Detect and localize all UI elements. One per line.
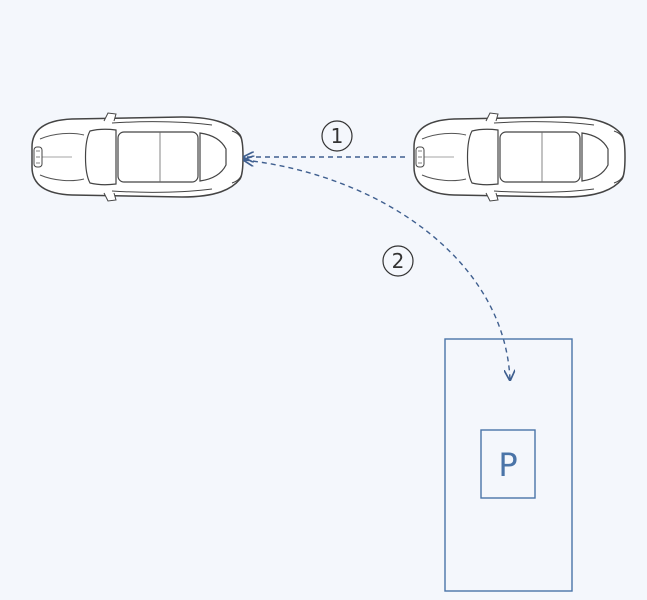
car-destination: [31, 112, 244, 202]
path-2-arrow: [244, 160, 510, 380]
step-2-label: 2: [392, 249, 405, 273]
step-1-label: 1: [331, 124, 344, 148]
parking-sign-letter: P: [498, 446, 517, 484]
parking-space: [444, 338, 573, 592]
step-2-marker: 2: [382, 245, 414, 277]
parking-sign: P: [480, 429, 536, 499]
step-1-marker: 1: [321, 120, 353, 152]
car-start: [413, 112, 626, 202]
